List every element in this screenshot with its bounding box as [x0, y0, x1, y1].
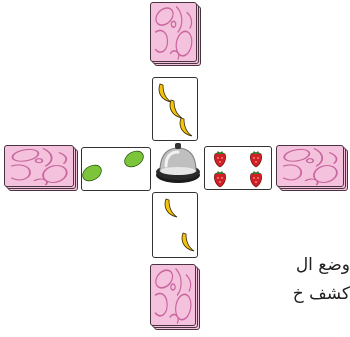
banana-icon — [182, 233, 194, 251]
card-back-top — [150, 2, 197, 62]
banana-group — [153, 193, 197, 257]
strawberry-icon — [250, 151, 261, 167]
card-back-top — [4, 145, 74, 187]
banana-icon — [180, 118, 192, 136]
played-card-left — [81, 147, 151, 191]
draw-pile-bottom[interactable] — [150, 264, 202, 336]
caption-line-1: وضع ال — [270, 255, 350, 275]
lime-group — [82, 148, 150, 190]
card-back-top — [276, 145, 344, 187]
draw-pile-top[interactable] — [150, 2, 202, 68]
banana-icon — [165, 199, 177, 217]
lime-icon — [82, 162, 104, 184]
strawberry-icon — [214, 151, 225, 167]
draw-pile-left[interactable] — [4, 145, 80, 195]
card-back-top — [150, 264, 196, 326]
banana-group — [153, 78, 197, 140]
played-card-right — [204, 146, 272, 190]
strawberry-group — [205, 147, 271, 189]
banana-icon — [159, 84, 171, 102]
draw-pile-right[interactable] — [276, 145, 350, 195]
bell-icon — [154, 142, 202, 186]
strawberry-icon — [250, 171, 261, 187]
played-card-bottom — [152, 192, 198, 258]
banana-icon — [170, 100, 182, 118]
strawberry-icon — [214, 171, 225, 187]
caption-line-2: كشف خ — [270, 284, 350, 304]
lime-icon — [122, 148, 146, 170]
bell-button[interactable] — [154, 142, 202, 186]
played-card-top — [152, 77, 198, 141]
